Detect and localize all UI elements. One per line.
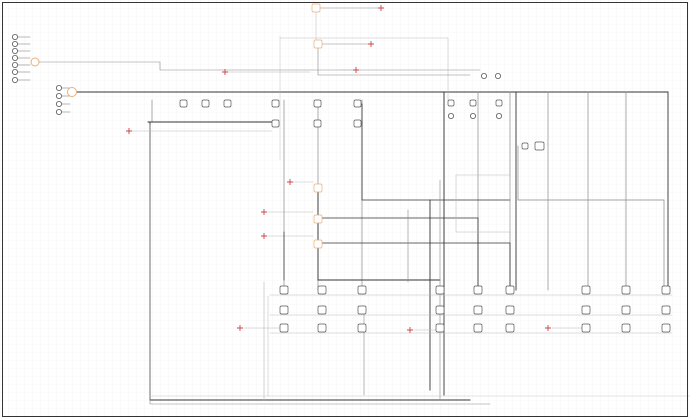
marker bbox=[261, 233, 267, 239]
gate-block bbox=[271, 99, 280, 108]
matrix-cell bbox=[661, 323, 671, 333]
gate-block bbox=[353, 99, 362, 108]
marker bbox=[287, 179, 293, 185]
input-port bbox=[11, 41, 18, 48]
matrix-cell bbox=[505, 285, 515, 295]
input-port bbox=[11, 55, 18, 62]
matrix-cell bbox=[279, 285, 289, 295]
wire bbox=[149, 124, 491, 405]
marker bbox=[368, 41, 374, 47]
input-port bbox=[11, 62, 18, 69]
marker bbox=[261, 209, 267, 215]
input-port bbox=[11, 34, 18, 41]
matrix-cell bbox=[621, 323, 631, 333]
matrix-cell bbox=[473, 305, 483, 315]
gate-block bbox=[534, 141, 545, 151]
source-block bbox=[311, 3, 321, 13]
marker bbox=[126, 128, 132, 134]
matrix-cell bbox=[357, 285, 367, 295]
marker bbox=[407, 327, 413, 333]
matrix-cell bbox=[473, 285, 483, 295]
matrix-cell bbox=[435, 323, 445, 333]
matrix-cell bbox=[317, 285, 327, 295]
wire bbox=[317, 47, 471, 76]
mid-block bbox=[313, 214, 323, 224]
junction-node bbox=[30, 57, 40, 67]
matrix-cell bbox=[279, 323, 289, 333]
wires bbox=[17, 7, 690, 405]
matrix-cell bbox=[317, 323, 327, 333]
matrix-cell bbox=[581, 285, 591, 295]
matrix-cell bbox=[279, 305, 289, 315]
gate-block bbox=[521, 142, 529, 150]
matrix-cell bbox=[435, 305, 445, 315]
matrix-cell bbox=[357, 323, 367, 333]
matrix-cell bbox=[505, 323, 515, 333]
matrix-cell bbox=[621, 305, 631, 315]
source-block bbox=[313, 39, 323, 49]
matrix-cell bbox=[581, 323, 591, 333]
io-port bbox=[447, 113, 454, 120]
gate-block bbox=[179, 99, 188, 108]
input-port bbox=[56, 85, 63, 92]
io-port bbox=[494, 73, 501, 80]
io-port bbox=[469, 113, 476, 120]
input-port bbox=[11, 69, 18, 76]
matrix-cell bbox=[661, 285, 671, 295]
wire bbox=[38, 61, 481, 71]
wire bbox=[515, 91, 669, 291]
io-port bbox=[480, 73, 487, 80]
marker bbox=[222, 69, 228, 75]
gate-block bbox=[313, 99, 322, 108]
input-port bbox=[11, 77, 18, 84]
matrix-cell bbox=[661, 305, 671, 315]
wire bbox=[455, 174, 511, 233]
marker bbox=[545, 325, 551, 331]
input-port bbox=[56, 101, 63, 108]
matrix-cell bbox=[581, 305, 591, 315]
gate-block bbox=[469, 99, 477, 107]
mid-block bbox=[313, 239, 323, 249]
gate-block bbox=[223, 99, 232, 108]
matrix-cell bbox=[357, 305, 367, 315]
matrix-cell bbox=[621, 285, 631, 295]
matrix-cell bbox=[473, 323, 483, 333]
wire bbox=[279, 37, 449, 101]
gate-block bbox=[271, 119, 280, 128]
input-port bbox=[11, 48, 18, 55]
junction-node bbox=[67, 87, 77, 97]
gate-block bbox=[447, 99, 455, 107]
marker bbox=[237, 325, 243, 331]
wire bbox=[361, 103, 511, 201]
gate-block bbox=[495, 99, 503, 107]
gate-block bbox=[313, 119, 322, 128]
wire bbox=[517, 145, 665, 291]
input-port bbox=[56, 109, 63, 116]
wire bbox=[321, 217, 479, 291]
mid-block bbox=[313, 183, 323, 193]
gate-block bbox=[201, 99, 210, 108]
wire bbox=[321, 242, 511, 291]
input-port bbox=[56, 93, 63, 100]
matrix-cell bbox=[505, 305, 515, 315]
matrix-cell bbox=[435, 285, 445, 295]
marker bbox=[378, 5, 384, 11]
io-port bbox=[495, 113, 502, 120]
marker bbox=[353, 67, 359, 73]
components bbox=[11, 3, 671, 333]
gate-block bbox=[353, 119, 362, 128]
matrix-cell bbox=[317, 305, 327, 315]
